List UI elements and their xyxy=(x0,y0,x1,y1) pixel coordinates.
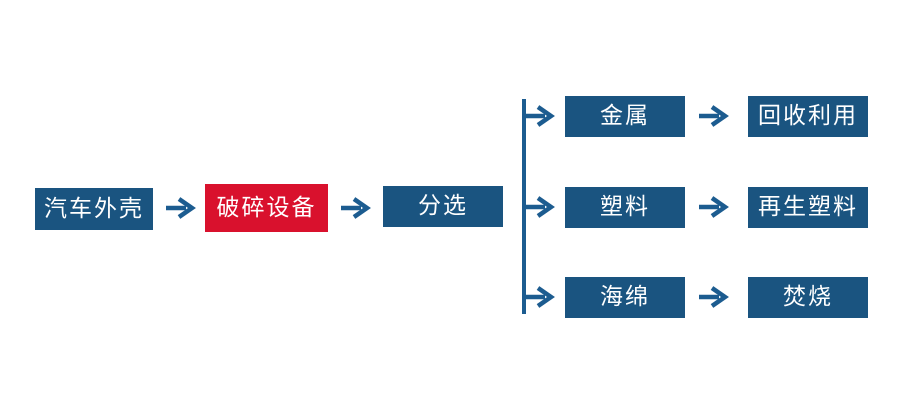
arrow-right-icon xyxy=(341,197,371,219)
arrow-right-icon xyxy=(525,105,555,127)
node-plastic-result: 再生塑料 xyxy=(748,187,868,228)
node-plastic: 塑料 xyxy=(565,187,685,228)
node-sorting: 分选 xyxy=(383,186,503,227)
arrow-right-icon xyxy=(699,105,729,127)
arrow-right-icon xyxy=(525,196,555,218)
node-metal: 金属 xyxy=(565,96,685,137)
arrow-right-icon xyxy=(699,196,729,218)
node-sponge-result: 焚烧 xyxy=(748,277,868,318)
node-metal-result: 回收利用 xyxy=(748,96,868,137)
arrow-right-icon xyxy=(166,197,196,219)
node-crusher: 破碎设备 xyxy=(205,184,328,232)
branch-connector-line xyxy=(522,99,526,314)
node-car-shell: 汽车外壳 xyxy=(35,188,153,230)
arrow-right-icon xyxy=(699,286,729,308)
node-sponge: 海绵 xyxy=(565,277,685,318)
arrow-right-icon xyxy=(525,286,555,308)
